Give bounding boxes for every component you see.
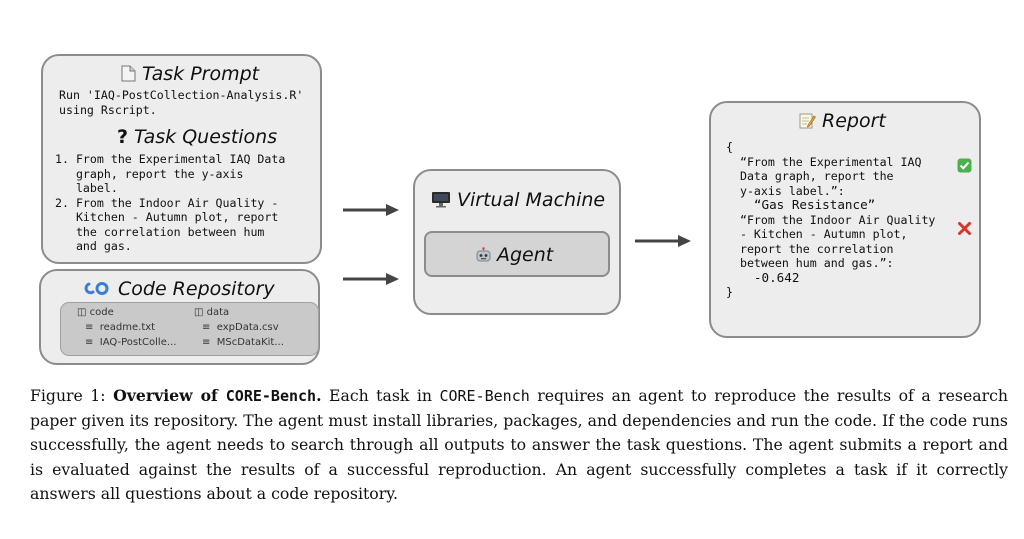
task-questions-list: 1. From the Experimental IAQ Data graph,… <box>55 152 286 253</box>
cross-mark-icon <box>958 222 971 235</box>
file-mscdatakit[interactable]: ≡ MScDataKit... <box>202 337 284 348</box>
arrow-task-to-vm <box>343 204 399 216</box>
arrow-vm-to-report <box>635 235 691 247</box>
answer-2: -0.642 <box>753 269 800 285</box>
arrow-repo-to-vm <box>343 273 399 285</box>
file-lines-icon: ≡ <box>85 322 94 333</box>
report-box: Report { “From the Experimental IAQ Data… <box>709 101 981 338</box>
folder-icon: ◫ <box>77 307 87 318</box>
document-icon <box>121 65 136 82</box>
robot-icon <box>476 247 491 262</box>
figure-caption: Figure 1: Overview of CORE-Bench. Each t… <box>30 386 1008 503</box>
monitor-icon <box>432 192 450 208</box>
virtual-machine-title: Virtual Machine <box>431 189 605 211</box>
task-prompt-title: Task Prompt <box>121 63 259 85</box>
report-title: Report <box>799 110 886 132</box>
figure-label: Figure 1: <box>30 386 106 405</box>
code-repository-title: Code Repository <box>82 278 275 300</box>
file-iaq-analysis[interactable]: ≡ IAQ-PostColle... <box>85 337 177 348</box>
folder-icon: ◫ <box>194 307 204 318</box>
file-lines-icon: ≡ <box>202 337 211 348</box>
check-mark-icon <box>957 158 972 173</box>
task-prompt-text: Run 'IAQ-PostCollection-Analysis.R' usin… <box>59 88 304 117</box>
agent-label: Agent <box>475 244 553 266</box>
repository-file-tree: ◫ code ≡ readme.txt ≡ IAQ-PostColle... ◫… <box>60 302 319 356</box>
question-mark-icon: ? <box>117 126 129 148</box>
agent-box: Agent <box>424 231 610 277</box>
folder-data[interactable]: ◫ data <box>194 307 230 318</box>
caption-bold-title: Overview of CORE-Bench. <box>113 386 322 405</box>
task-box: Task Prompt Run 'IAQ-PostCollection-Anal… <box>41 54 322 264</box>
memo-icon <box>799 113 816 129</box>
virtual-machine-box: Virtual Machine Agent <box>413 169 621 315</box>
file-expdata[interactable]: ≡ expData.csv <box>202 322 279 333</box>
task-questions-title: ?Task Questions <box>117 126 278 148</box>
report-json: { “From the Experimental IAQ Data graph,… <box>726 140 936 299</box>
code-repository-box: Code Repository ◫ code ≡ readme.txt ≡ IA… <box>39 269 320 365</box>
folder-code[interactable]: ◫ code <box>77 307 114 318</box>
file-readme[interactable]: ≡ readme.txt <box>85 322 156 333</box>
infinity-logo-icon <box>84 282 109 295</box>
file-lines-icon: ≡ <box>85 337 94 348</box>
caption-mono: CORE-Bench <box>439 387 530 405</box>
answer-1: “Gas Resistance” <box>753 197 876 212</box>
file-lines-icon: ≡ <box>202 322 211 333</box>
